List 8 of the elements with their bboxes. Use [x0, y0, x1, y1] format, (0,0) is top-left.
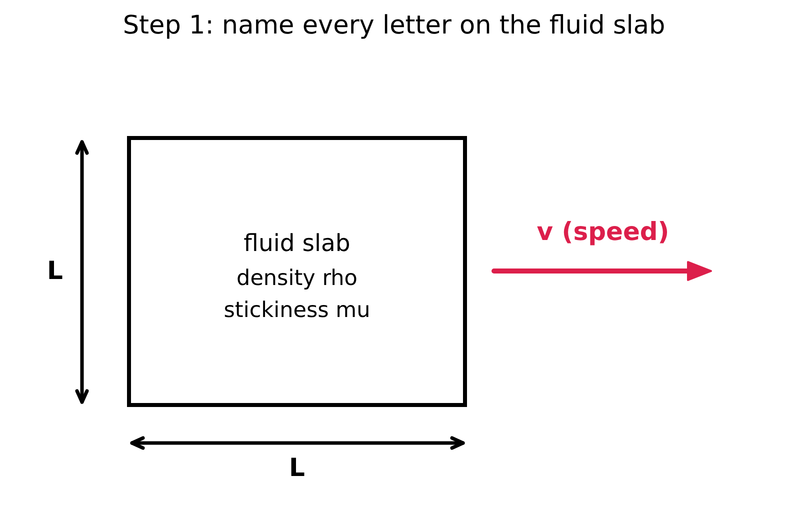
dimension-label: L: [289, 453, 305, 483]
speed-label: v (speed): [536, 217, 670, 247]
slab-heading: fluid slab: [244, 229, 350, 258]
property-text: stickiness mu: [224, 298, 370, 324]
property-text: density rho: [236, 266, 358, 292]
title: Step 1: name every letter on the fluid slab: [122, 10, 666, 42]
dimension-label: L: [47, 256, 63, 286]
fluid-slab-box: [127, 136, 467, 407]
